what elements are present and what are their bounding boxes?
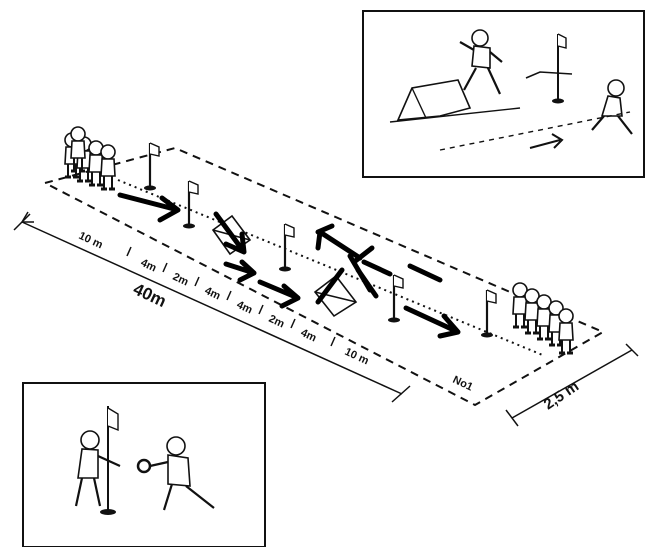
team-group-start xyxy=(65,127,115,189)
pass-arrow-icon xyxy=(410,266,440,280)
course-width-label: 2,5 m xyxy=(541,378,582,414)
run-arrow-icon xyxy=(260,282,298,306)
inset-baton-handoff xyxy=(23,383,265,547)
flag-pole-icon xyxy=(388,275,403,323)
child-figure-icon xyxy=(559,309,573,353)
segment-label: 4m xyxy=(139,257,159,275)
child-figure-icon xyxy=(89,141,103,185)
team-group-end xyxy=(513,283,573,353)
segment-label: 4m xyxy=(203,285,223,303)
segment-label: 4m xyxy=(235,299,255,317)
flag-pole-icon xyxy=(183,181,198,229)
lane-marker-label: No1 xyxy=(451,374,475,394)
course-outline xyxy=(45,148,603,405)
run-arrow-icon xyxy=(120,195,178,220)
course-length-label: 40m xyxy=(130,279,169,311)
segment-label: 2m xyxy=(267,313,287,331)
segment-label: 2m xyxy=(171,271,191,289)
flag-pole-icon xyxy=(481,290,496,338)
run-arrow-icon xyxy=(406,308,458,336)
flag-pole-icon xyxy=(144,143,159,191)
segment-label: 4m xyxy=(299,327,319,345)
course-center-line xyxy=(118,180,545,356)
flag-pole-icon xyxy=(279,224,294,272)
child-figure-icon xyxy=(101,145,115,189)
inset-hurdle-jump xyxy=(363,11,644,177)
run-arrow-icon xyxy=(226,262,254,280)
